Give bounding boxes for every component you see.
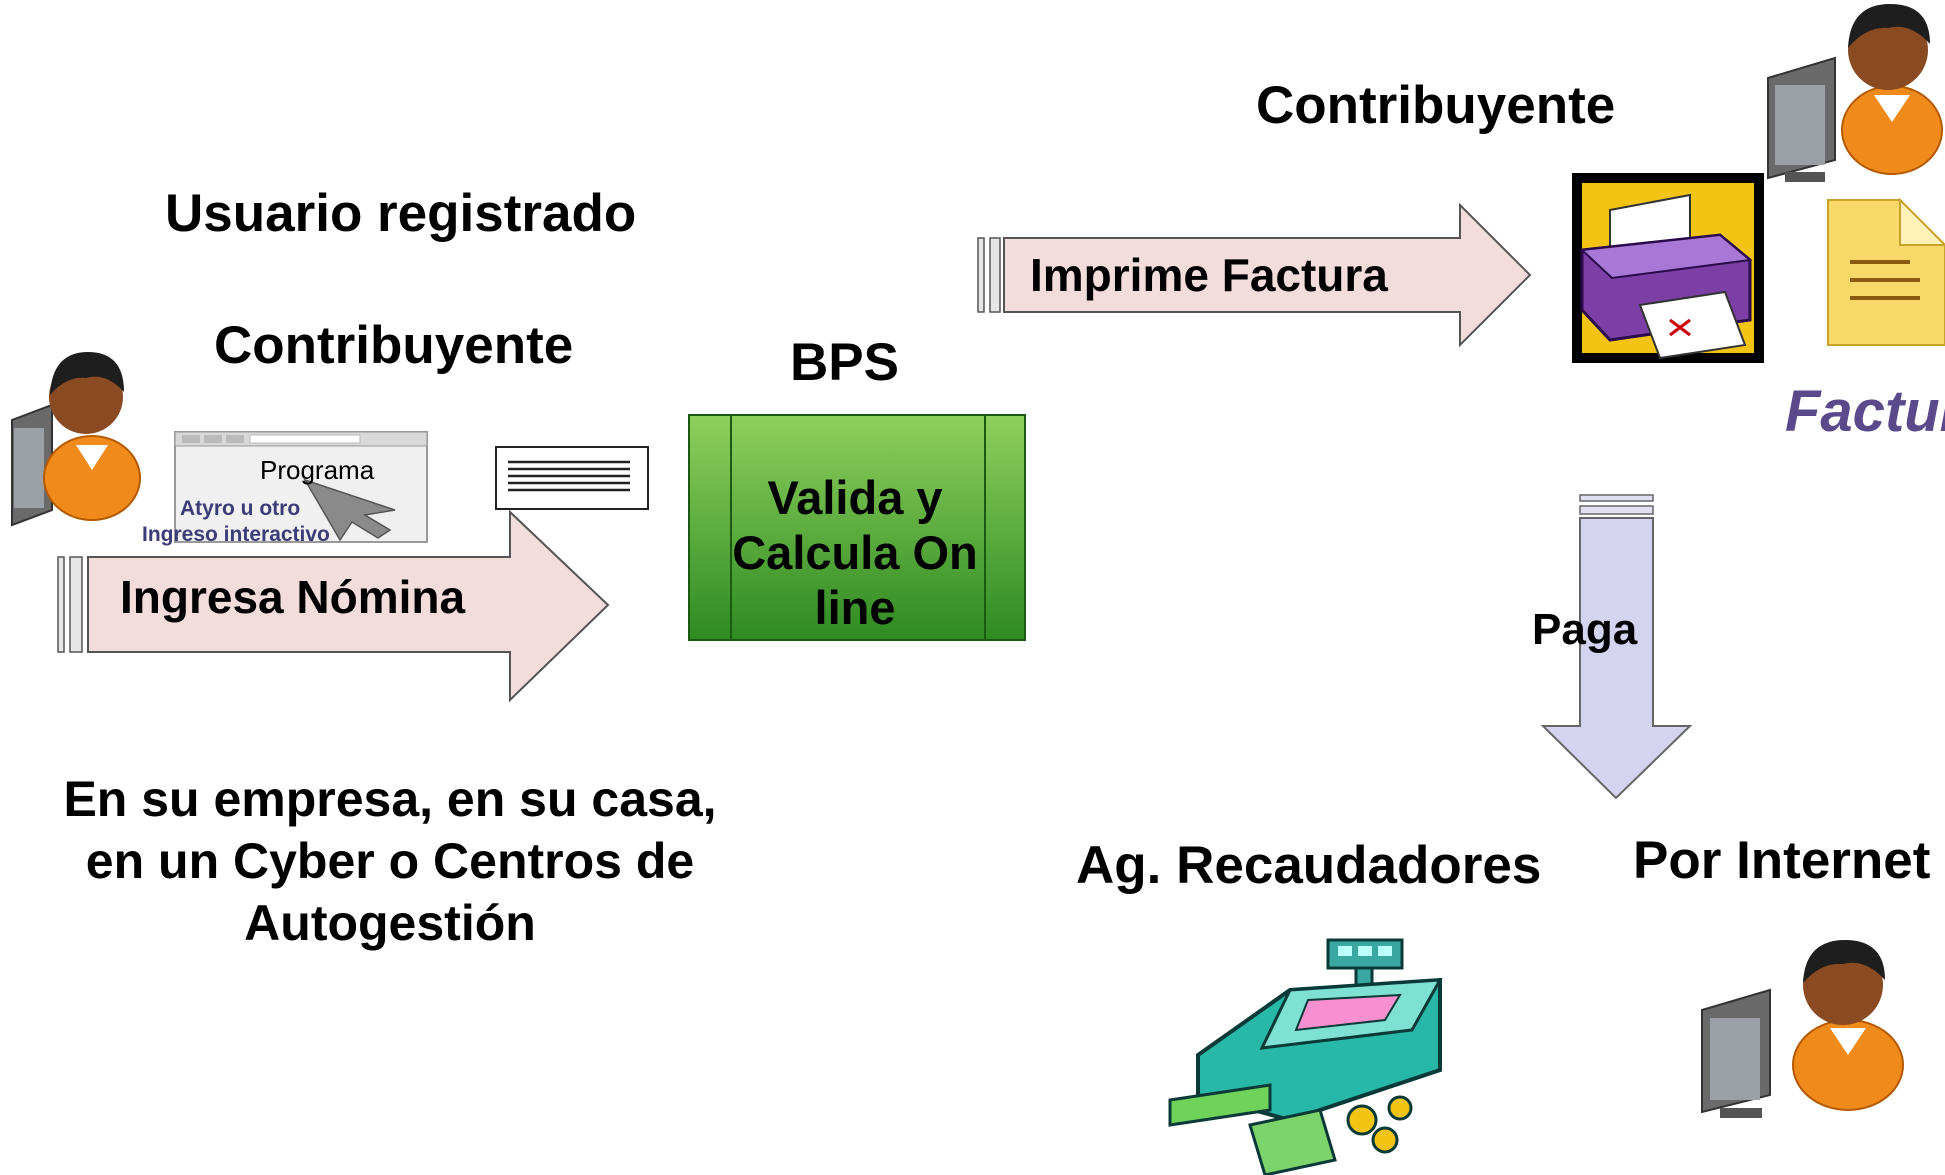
contribuyente-left-label: Contribuyente xyxy=(214,316,574,375)
por-internet-label: Por Internet xyxy=(1633,831,1931,890)
program-window-title: Programa xyxy=(260,455,375,485)
imprime-factura-label: Imprime Factura xyxy=(1030,249,1388,301)
factura-label: Factura xyxy=(1785,379,1945,444)
bps-box-text: Valida y Calcula On line xyxy=(732,471,978,634)
usuario-registrado-label: Usuario registrado xyxy=(165,184,637,243)
bps-label: BPS xyxy=(790,333,899,392)
program-window-line1: Atyro u otro xyxy=(180,497,301,520)
ag-recaudadores-label: Ag. Recaudadores xyxy=(1076,836,1542,895)
paga-label: Paga xyxy=(1532,605,1638,654)
program-window-line2: Ingreso interactivo xyxy=(142,523,330,546)
locations-label: En su empresa, en su casa, en un Cyber o… xyxy=(63,771,717,951)
contribuyente-right-label: Contribuyente xyxy=(1256,76,1616,135)
ingresa-nomina-label: Ingresa Nómina xyxy=(120,571,466,623)
